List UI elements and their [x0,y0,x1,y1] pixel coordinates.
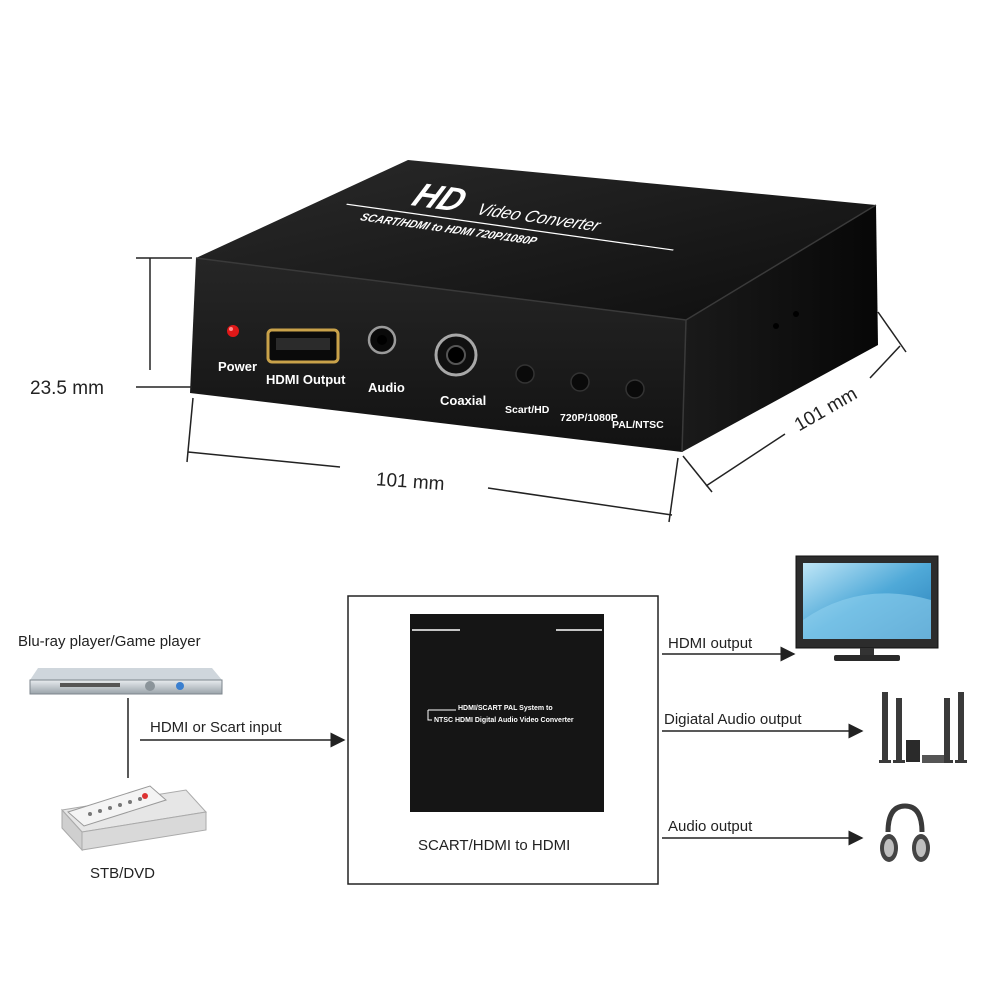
digital-audio-output-label: Digiatal Audio output [664,711,802,728]
source-top-label: Blu-ray player/Game player [18,633,201,650]
scart-hd-button[interactable] [515,364,535,384]
coaxial-port [434,333,478,377]
bluray-player-image [29,668,223,695]
side-screw [773,323,779,329]
coaxial-label: Coaxial [440,393,486,408]
monitor-image [795,555,939,661]
scart-hd-label: Scart/HD [505,404,550,416]
hdmi-output-label-diagram: HDMI output [668,635,753,652]
box-caption: SCART/HDMI to HDMI [418,837,570,854]
hdmi-output-label: HDMI Output [266,372,346,387]
connection-diagram: Blu-ray player/Game player STB/DVD HDMI … [18,555,967,885]
device-top-face [196,160,876,320]
dimension-lines [136,257,907,523]
width-dimension-label: 101 mm [375,469,445,495]
depth-dimension-label: 101 mm [791,383,861,436]
side-screw [793,311,799,317]
device-side-face [682,205,878,452]
audio-jack [367,325,397,355]
converter-device: HD Video Converter SCART/HDMI to HDMI 72… [190,160,878,453]
res-label: 720P/1080P [560,412,618,424]
speaker-system-image [879,692,967,763]
audio-output-label-diagram: Audio output [668,818,753,835]
power-label: Power [218,359,257,374]
power-led [227,325,239,337]
audio-label: Audio [368,380,405,395]
pal-ntsc-button[interactable] [625,379,645,399]
headphones-image [880,803,930,862]
pal-ntsc-label: PAL/NTSC [612,419,664,431]
box-line2: NTSC HDMI Digital Audio Video Converter [434,717,574,724]
height-dimension-label: 23.5 mm [30,378,104,399]
box-line1: HDMI/SCART PAL System to [458,705,553,712]
input-label: HDMI or Scart input [150,719,283,736]
stb-dvd-image [61,785,207,852]
res-button[interactable] [570,372,590,392]
converter-top-view [410,614,604,812]
source-bottom-label: STB/DVD [90,865,155,882]
hdmi-output-port [266,328,340,364]
